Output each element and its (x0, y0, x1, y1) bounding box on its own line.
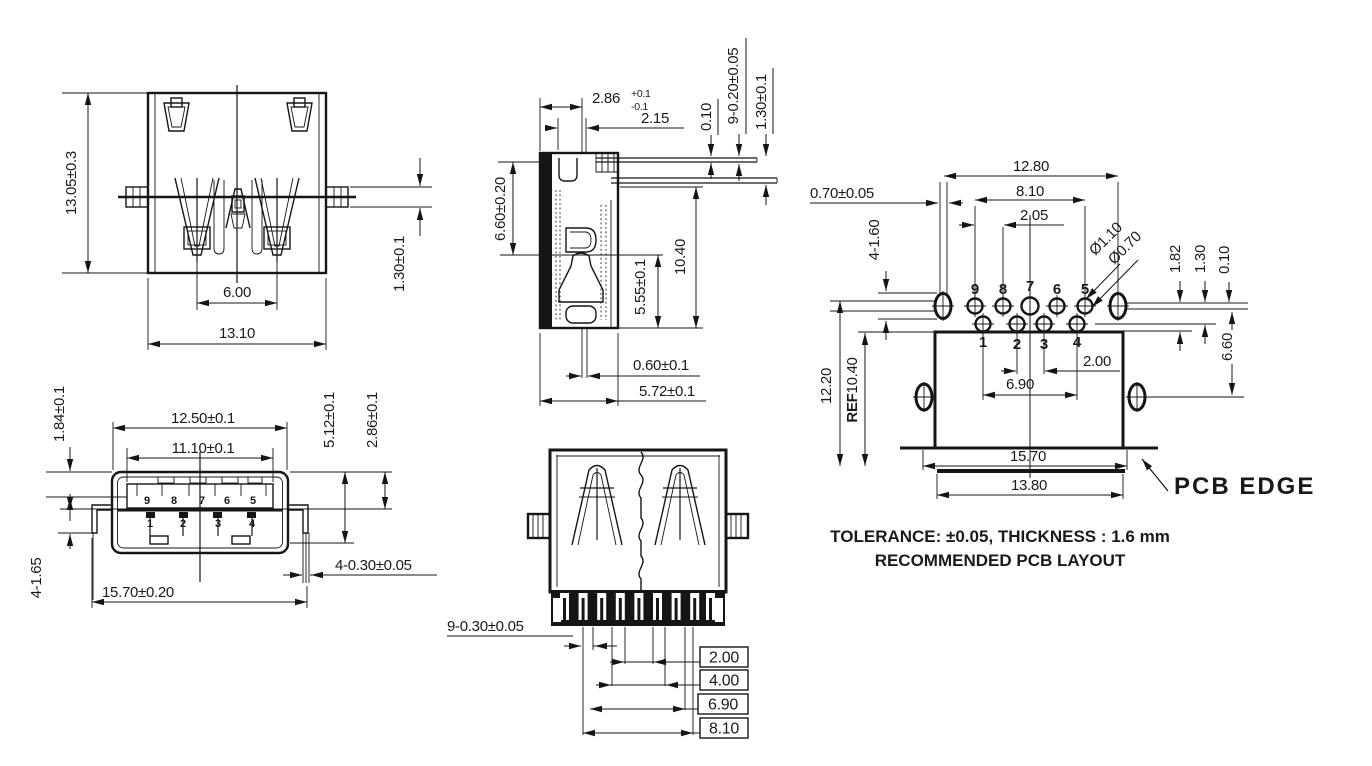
dim-side-pin-length: 2.15 (641, 110, 669, 127)
front-pin-1: 1 (147, 518, 153, 530)
dim-side-total-depth: 5.72±0.1 (639, 383, 695, 400)
ref-label: REF (844, 393, 861, 422)
dim-rear-4-00: 4.00 (709, 673, 739, 690)
dim-side-depth-minus: -0.1 (631, 101, 648, 113)
dim-rear-pins: 9-0.30±0.05 (447, 618, 524, 635)
dim-rear-6-90: 6.90 (708, 697, 738, 714)
dim-pcb-width: 13.80 (1011, 477, 1047, 494)
dim-front-tongue-width: 11.10±0.1 (172, 440, 235, 457)
tolerance-note: TOLERANCE: ±0.05, THICKNESS : 1.6 mm (830, 527, 1170, 546)
front-view: 9 8 7 6 5 1 2 3 4 12.50±0.1 11.10±0.1 1.… (28, 386, 437, 608)
front-pin-5: 5 (250, 495, 256, 507)
dim-pcb-pitch2: 2.00 (1083, 353, 1111, 370)
front-pin-4: 4 (249, 518, 256, 530)
dim-front-leg-pin: 4-0.30±0.05 (335, 557, 412, 574)
rear-view: 9-0.30±0.05 2.00 4.00 6.90 8.10 (447, 448, 750, 739)
dim-pcb-slots: 4-1.60 (866, 220, 883, 261)
front-pin-8: 8 (171, 495, 177, 507)
dim-side-pin-width: 0.60±0.1 (633, 357, 689, 374)
dim-pcb-total-width: 15.70 (1010, 448, 1046, 465)
dim-side-depth-plus: +0.1 (631, 88, 651, 100)
front-pin-3: 3 (215, 518, 221, 530)
dim-front-legs: 4-1.65 (28, 558, 45, 599)
dim-rear-2-00: 2.00 (709, 650, 739, 667)
pcb-hole-6: 6 (1053, 281, 1061, 298)
dim-front-lip: 1.84±0.1 (51, 386, 68, 442)
dim-pcb-total-height: 12.20 (818, 368, 835, 404)
dim-side-lower-height: 5.55±0.1 (632, 259, 649, 315)
dim-side-row-offset: 1.30±0.1 (753, 74, 770, 130)
dim-pcb-deep: 6.60 (1219, 333, 1236, 361)
dim-top-height: 13.05±0.3 (63, 151, 80, 215)
dim-pcb-row2-width: 6.90 (1006, 376, 1034, 393)
dim-side-back-height: 10.40 (672, 239, 689, 275)
dim-pcb-slot-width: 0.70±0.05 (810, 185, 874, 202)
dim-front-step: 2.86±0.1 (364, 392, 381, 448)
dim-top-contacts: 6.00 (223, 284, 251, 301)
ref-value: 10.40 (844, 357, 861, 393)
dim-pcb-pitch: 2.05 (1020, 207, 1048, 224)
notes: TOLERANCE: ±0.05, THICKNESS : 1.6 mm REC… (830, 527, 1170, 570)
layout-note: RECOMMENDED PCB LAYOUT (875, 551, 1126, 570)
side-view: 2.86 +0.1 -0.1 2.15 0.10 9-0.20±0.05 1.3… (492, 38, 778, 406)
dim-top-width: 13.10 (219, 325, 255, 342)
dim-front-total-width: 15.70±0.20 (102, 584, 174, 601)
dim-front-height: 5.12±0.1 (321, 392, 338, 448)
top-view: 13.05±0.3 1.30±0.1 6.00 13.10 (62, 85, 432, 350)
dim-side-gap: 0.10 (698, 103, 715, 131)
dim-pcb-span: 12.80 (1013, 158, 1049, 175)
dim-pcb-offset1: 1.82 (1167, 245, 1184, 273)
pcb-layout-view: 9 8 7 6 5 1 2 3 4 12.80 8.10 (810, 158, 1315, 500)
dim-front-shell-width: 12.50±0.1 (171, 410, 235, 427)
front-pin-9: 9 (144, 495, 150, 507)
front-pin-7: 7 (199, 495, 205, 507)
dim-top-pin: 1.30±0.1 (391, 236, 408, 292)
dim-pcb-ref-height: REF10.40 (844, 357, 861, 422)
dim-side-depth: 2.86 (592, 90, 620, 107)
pcb-edge-label: PCB EDGE (1174, 473, 1315, 500)
front-pin-6: 6 (224, 495, 230, 507)
dim-pcb-row-width: 8.10 (1016, 183, 1044, 200)
dim-pcb-offset3: 0.10 (1216, 246, 1233, 274)
dim-side-pin-thickness: 9-0.20±0.05 (725, 48, 742, 125)
dim-rear-8-10: 8.10 (709, 721, 739, 738)
front-pin-2: 2 (180, 518, 186, 530)
pcb-hole-7: 7 (1026, 278, 1034, 295)
dim-side-front-height: 6.60±0.20 (492, 177, 509, 241)
dim-pcb-offset2: 1.30 (1192, 245, 1209, 273)
